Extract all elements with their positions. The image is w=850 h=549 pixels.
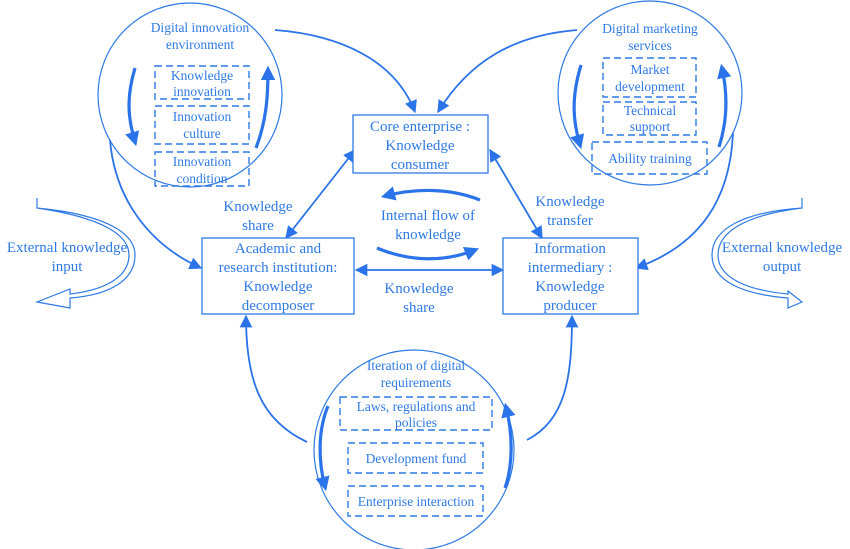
item-label: Technical <box>624 103 677 118</box>
item-label: Enterprise interaction <box>358 494 475 509</box>
svg-text:input: input <box>52 259 84 275</box>
item-box <box>602 57 697 98</box>
edge-label-knowledge-transfer: Knowledge transfer <box>535 194 604 229</box>
svg-text:Digital innovation: Digital innovation <box>151 20 250 35</box>
edge-label-knowledge-share-bottom: Knowledge share <box>384 281 453 316</box>
item-box <box>339 396 493 431</box>
svg-text:Knowledge: Knowledge <box>223 199 292 215</box>
cycle-arrow-up-icon <box>254 65 276 149</box>
external-output-label: External knowledge output <box>722 240 843 275</box>
svg-text:Digital marketing: Digital marketing <box>602 21 698 36</box>
svg-text:Knowledge: Knowledge <box>385 138 454 154</box>
cycle-arrow-down-icon <box>315 405 330 492</box>
svg-text:Academic and: Academic and <box>235 241 322 257</box>
item-box <box>154 151 250 187</box>
svg-text:consumer: consumer <box>391 157 449 173</box>
svg-text:share: share <box>403 300 435 316</box>
node-intermediary-label: Information intermediary : Knowledge pro… <box>528 241 613 314</box>
link-core-academic <box>285 149 356 239</box>
link-marketing-to-intermediary <box>634 132 734 271</box>
item-label: Knowledge <box>171 68 233 83</box>
module-requirements-circle <box>313 349 515 549</box>
external-input-label: External knowledge input <box>7 240 128 275</box>
item-label: Laws, regulations and <box>357 399 476 414</box>
svg-text:Internal flow of: Internal flow of <box>381 208 475 224</box>
svg-text:Knowledge: Knowledge <box>384 281 453 297</box>
item-label: Development fund <box>366 451 467 466</box>
cycle-arrow-down-icon <box>570 64 585 150</box>
svg-text:requirements: requirements <box>381 375 451 390</box>
svg-text:External knowledge: External knowledge <box>7 240 128 256</box>
svg-text:External knowledge: External knowledge <box>722 240 843 256</box>
svg-text:output: output <box>763 259 802 275</box>
svg-text:environment: environment <box>166 37 234 52</box>
item-label: development <box>615 79 685 94</box>
svg-text:research institution:: research institution: <box>219 260 338 276</box>
item-box <box>602 101 697 136</box>
svg-text:Knowledge: Knowledge <box>535 279 604 295</box>
node-academic-label: Academic and research institution: Knowl… <box>219 241 338 314</box>
item-label: policies <box>395 415 437 430</box>
svg-text:share: share <box>242 218 274 234</box>
node-academic-institution <box>201 237 355 315</box>
external-input-arrow-icon <box>34 198 136 309</box>
svg-text:Knowledge: Knowledge <box>243 279 312 295</box>
svg-text:Core enterprise :: Core enterprise : <box>370 119 470 135</box>
module-innovation-env-circle <box>97 2 283 188</box>
link-innovation-to-core <box>274 29 417 114</box>
item-box <box>347 442 484 474</box>
innovation-env-items: Knowledge innovation Innovation culture … <box>171 68 233 186</box>
marketing-items: Market development Technical support Abi… <box>608 62 692 166</box>
module-marketing-circle <box>557 0 743 186</box>
node-core-label: Core enterprise : Knowledge consumer <box>370 119 470 173</box>
item-box <box>591 141 708 175</box>
item-label: Innovation <box>173 109 232 124</box>
link-core-intermediary <box>489 148 543 240</box>
item-box <box>347 485 484 517</box>
svg-text:producer: producer <box>543 298 596 314</box>
svg-text:Knowledge: Knowledge <box>535 194 604 210</box>
item-label: culture <box>183 126 220 141</box>
edge-label-knowledge-share-left: Knowledge share <box>223 199 292 234</box>
link-requirements-to-academic <box>239 314 308 443</box>
svg-text:knowledge: knowledge <box>395 227 461 243</box>
item-box <box>154 65 250 100</box>
module-requirements-title: Iteration of digital requirements <box>367 358 465 390</box>
node-core-enterprise <box>352 114 489 174</box>
cycle-arrow-up-icon <box>717 63 732 148</box>
svg-text:transfer: transfer <box>547 213 593 229</box>
svg-text:intermediary :: intermediary : <box>528 260 613 276</box>
item-label: innovation <box>173 84 231 99</box>
item-label: Ability training <box>608 151 692 166</box>
svg-text:services: services <box>628 38 671 53</box>
cycle-arrow-up-icon <box>501 402 516 489</box>
cycle-arrow-down-icon <box>125 67 140 147</box>
link-requirements-to-intermediary <box>526 314 579 441</box>
module-marketing-title: Digital marketing services <box>602 21 698 53</box>
link-marketing-to-core <box>437 29 578 114</box>
item-label: condition <box>177 171 228 186</box>
svg-text:decomposer: decomposer <box>242 298 314 314</box>
item-label: Innovation <box>173 154 232 169</box>
external-output-arrow-icon <box>711 198 804 309</box>
link-innovation-to-academic <box>109 139 203 270</box>
edge-label-internal-flow: Internal flow of knowledge <box>381 208 475 243</box>
svg-text:Information: Information <box>534 241 606 257</box>
internal-flow-arrow-top <box>380 186 481 202</box>
node-information-intermediary <box>502 237 639 315</box>
internal-flow-arrow-bottom <box>376 246 480 261</box>
module-innovation-env-title: Digital innovation environment <box>151 20 250 52</box>
item-label: support <box>630 119 671 134</box>
svg-text:Iteration of digital: Iteration of digital <box>367 358 465 373</box>
requirements-items: Laws, regulations and policies Developme… <box>357 399 476 509</box>
item-box <box>154 105 250 145</box>
item-label: Market <box>631 62 670 77</box>
